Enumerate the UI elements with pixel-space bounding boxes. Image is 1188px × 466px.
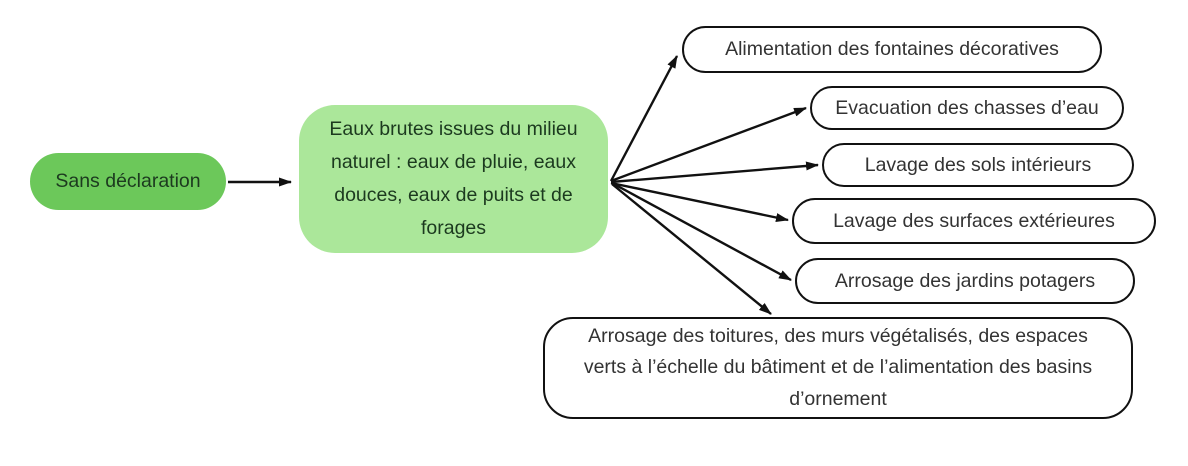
node-use-arrosage-toitures-murs-espaces-verts: Arrosage des toitures, des murs végétali… [543,317,1133,419]
node-use-lavage-sols-interieurs: Lavage des sols intérieurs [822,143,1134,187]
node-sans-declaration: Sans déclaration [30,153,226,210]
arrow-source-to-use-5 [611,183,772,315]
node-use-arrosage-jardins-potagers: Arrosage des jardins potagers [795,258,1135,304]
node-use-alimentation-fontaines: Alimentation des fontaines décoratives [682,26,1102,73]
node-use-evacuation-chasses-eau: Evacuation des chasses d’eau [810,86,1124,130]
arrow-source-to-use-3 [610,181,789,222]
node-eaux-brutes-milieu-naturel: Eaux brutes issues du milieu naturel : e… [299,105,608,253]
arrow-source-to-use-0 [609,55,679,182]
node-use-lavage-surfaces-exterieures: Lavage des surfaces extérieures [792,198,1156,244]
arrow-source-to-use-2 [610,161,819,184]
arrow-source-to-use-4 [611,181,792,282]
arrow-source-to-use-1 [610,106,807,183]
